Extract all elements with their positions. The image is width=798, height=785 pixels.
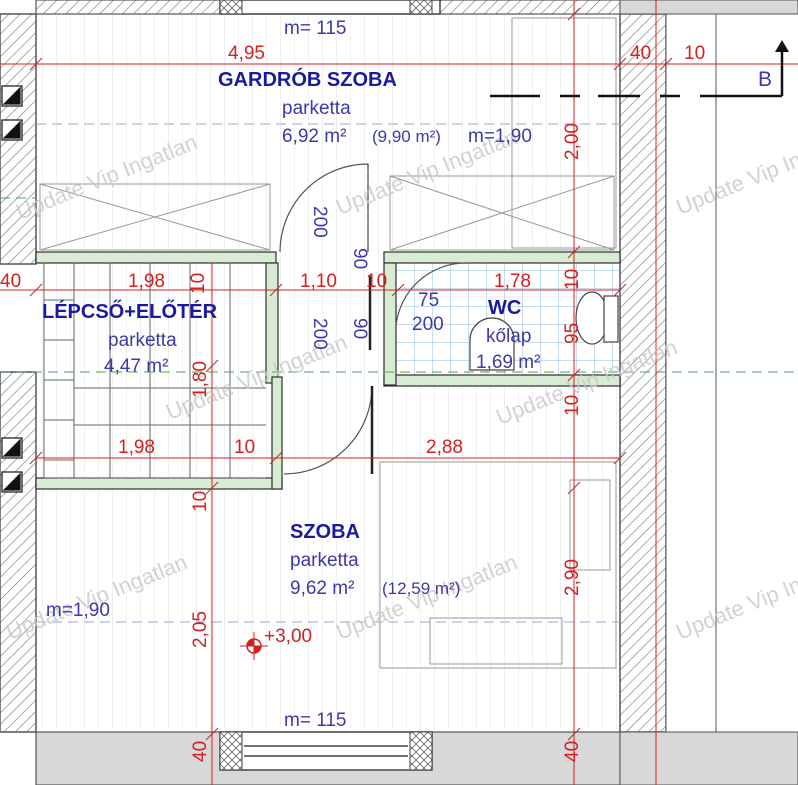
dim-198-bot: 1,98 [118,437,155,458]
dim-178: 1,78 [494,271,531,292]
dim-290: 2,90 [562,559,583,596]
level-marker-icon [240,632,268,660]
wall-left-bottom [0,371,37,733]
dim-180: 1,80 [190,361,211,398]
dim-200-v: 2,00 [562,123,583,160]
door-gardrob-w: 90 [349,248,370,269]
bed [379,461,617,669]
door-wc-w: 75 [418,290,439,311]
room-szoba-gross: (12,59 m²) [382,579,460,598]
dim-495: 4,95 [228,43,265,64]
dim-110: 1,10 [300,271,337,292]
dim-10-top: 10 [684,43,705,64]
dim-10-a: 10 [188,273,209,294]
dim-10-f: 10 [562,395,583,416]
section-line [490,46,784,98]
room-szoba-area: 9,62 m² [290,578,354,599]
section-mark: B [758,68,772,91]
dim-10-b: 10 [366,271,387,292]
wall-bottom-right [619,731,798,785]
dim-198-top: 1,98 [128,271,165,292]
room-gardrob-floor: parketta [282,98,351,119]
dim-40-left: 40 [0,271,21,292]
room-wc-area: 1,69 m² [476,352,540,373]
room-szoba-name: SZOBA [290,521,360,543]
doors [279,163,467,475]
room-gardrob-height: m=1,90 [468,126,532,147]
staircase [43,263,266,479]
section-arrow-icon [775,40,789,52]
dim-205: 2,05 [190,611,211,648]
window-bottom-left-jamb [219,731,243,771]
dim-10-e: 10 [190,491,211,512]
level-label: +3,00 [264,626,312,647]
room-lepcso-floor: parketta [108,330,177,351]
window-bottom-right-jamb [409,731,433,771]
wall-right-outside [665,13,717,733]
wall-top-right [619,0,798,15]
window-top-right-jamb [409,0,433,15]
wardrobe-furniture [39,17,617,251]
window-top-label: m= 115 [284,18,347,39]
door-wc-h: 200 [412,314,444,335]
room-wc-floor: kőlap [486,326,531,347]
dim-40-top: 40 [630,43,651,64]
room-gardrob-name: GARDRÓB SZOBA [218,67,397,91]
room-szoba-floor: parketta [290,550,359,571]
room-wc-name: WC [488,297,521,319]
dim-40-bl: 40 [190,741,211,762]
door-szoba-h: 200 [309,318,330,350]
guide-lines [36,123,620,623]
partitions [35,251,621,490]
dim-10-c: 10 [562,269,583,290]
window-top-left-jamb [219,0,243,15]
room-gardrob-gross: (9,90 m²) [372,127,441,146]
grid-lines [0,197,798,373]
room-gardrob-area: 6,92 m² [282,126,346,147]
dim-10-d: 10 [234,437,255,458]
room-lepcso-area: 4,47 m² [104,356,168,377]
door-gardrob-h: 200 [309,206,330,238]
room-szoba-height: m=1,90 [46,600,110,621]
side-markers [1,85,23,493]
window-top [219,0,441,15]
dim-95: 95 [562,323,583,344]
window-bottom-label: m= 115 [284,710,347,731]
dim-288: 2,88 [426,437,463,458]
dim-40-br: 40 [562,741,583,762]
room-lepcso-name: LÉPCSŐ+ELŐTÉR [42,300,218,323]
door-szoba-w: 90 [349,318,370,339]
window-bottom [219,731,433,771]
wc-fixtures [469,291,619,371]
